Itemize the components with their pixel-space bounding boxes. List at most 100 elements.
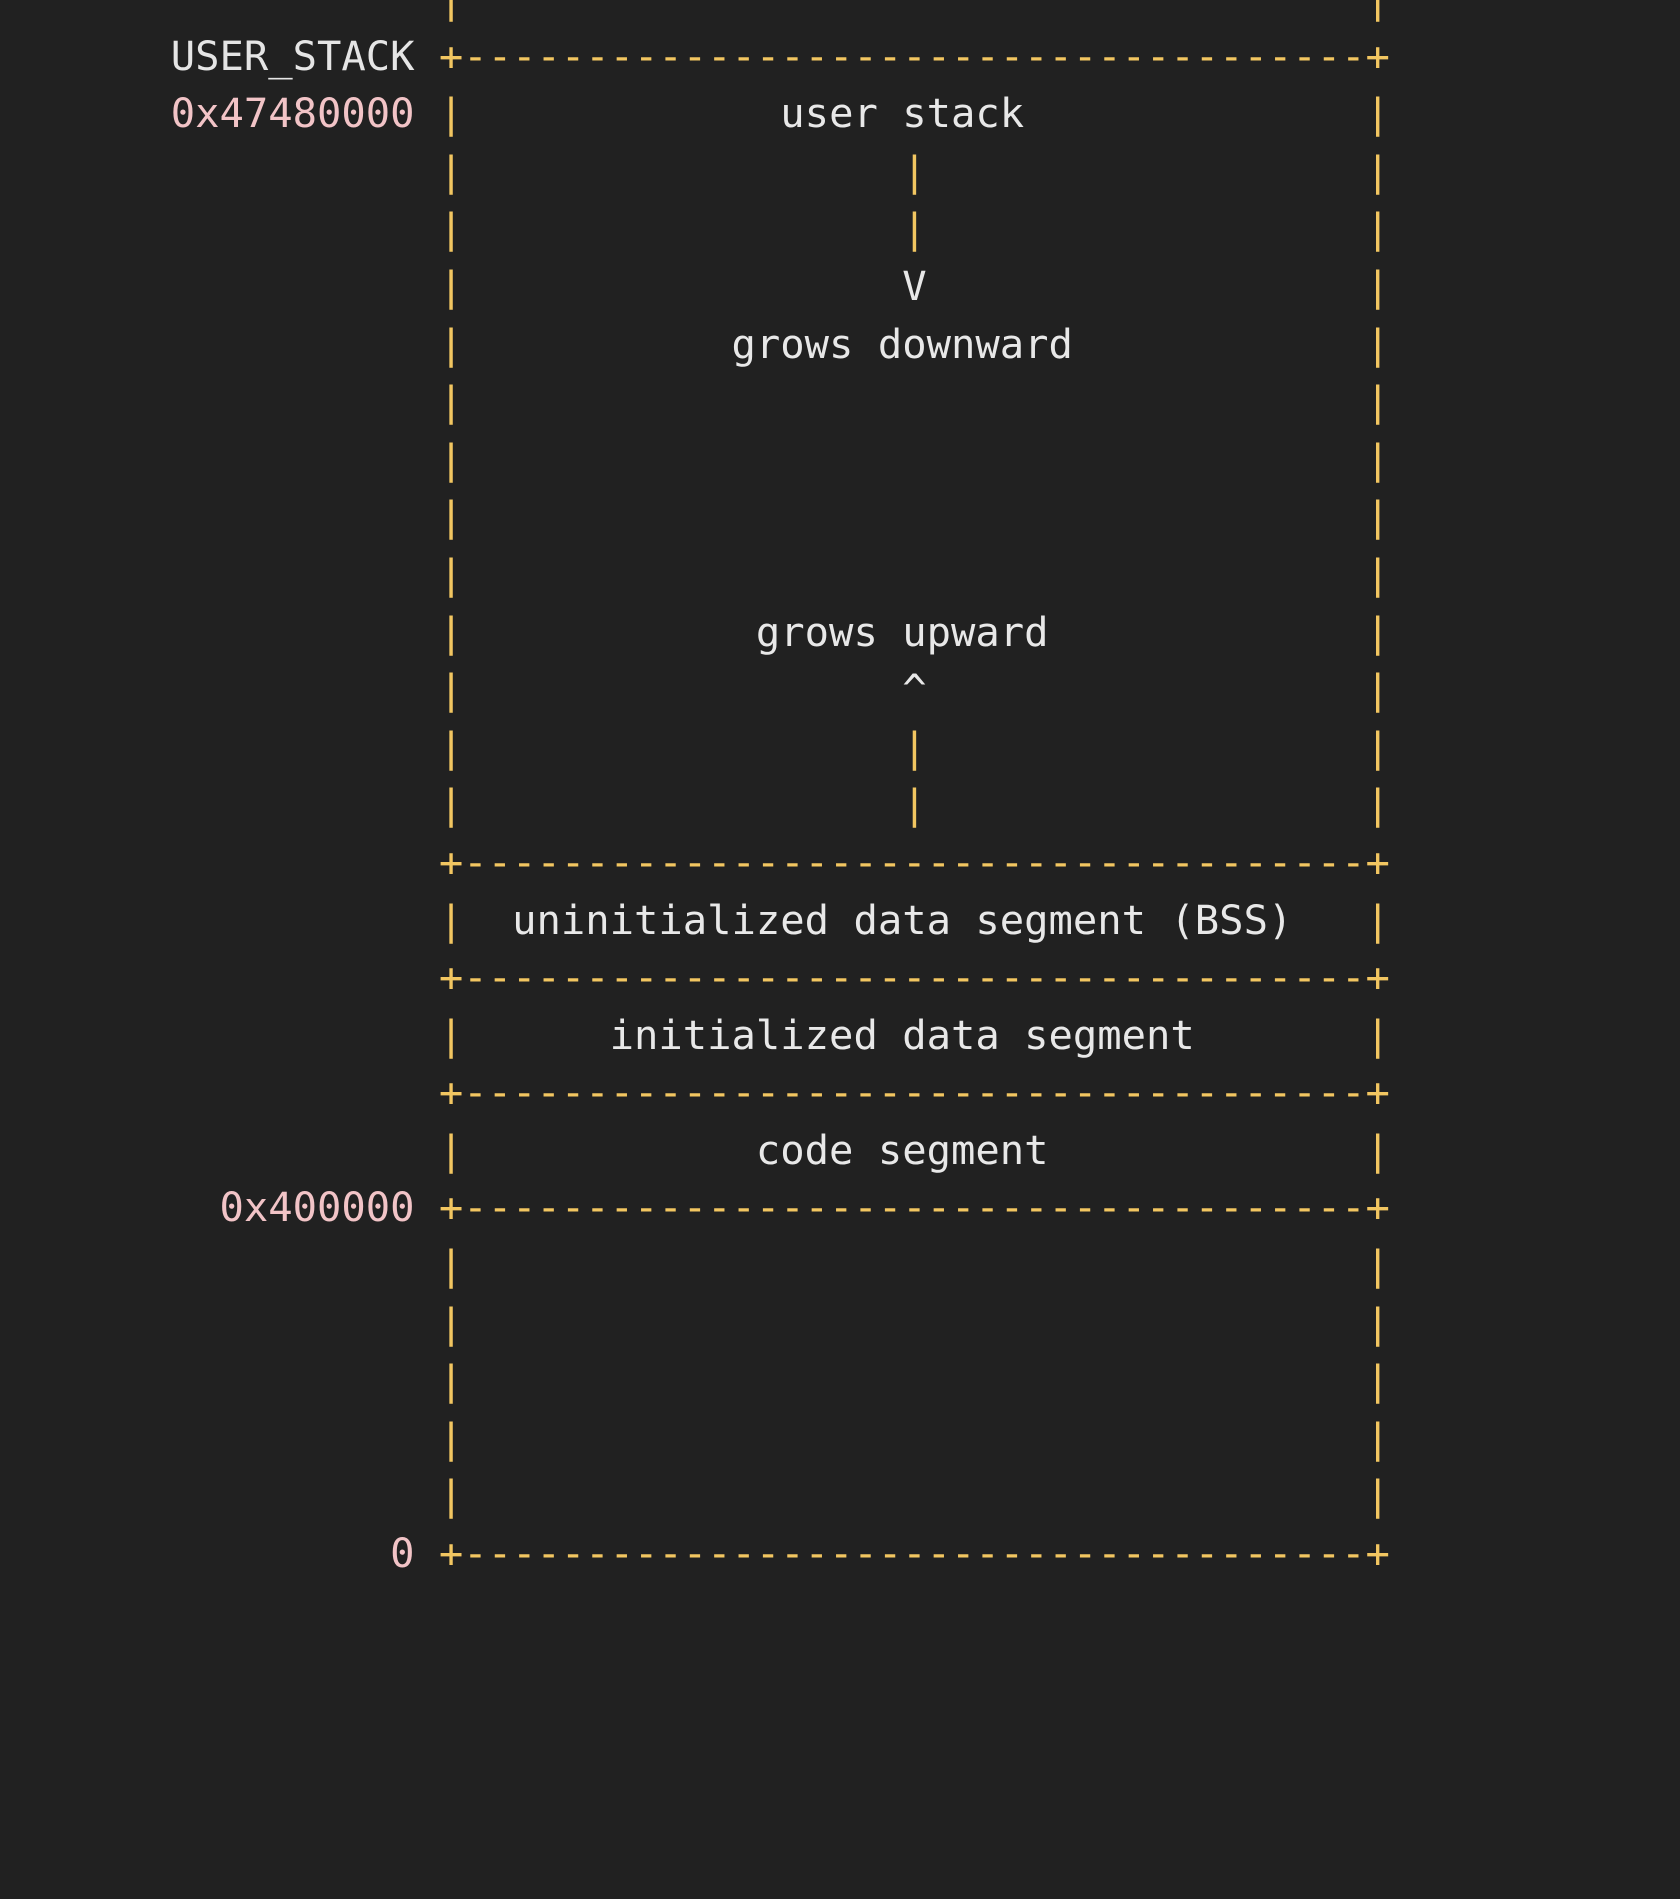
gutter-gap — [415, 1299, 439, 1347]
horizontal-rule: +-------------------------------------+ — [438, 953, 1390, 1002]
diagram-row: +-------------------------------------+ — [0, 1064, 1390, 1122]
gutter-pad — [0, 204, 415, 252]
body-pad-right — [1049, 608, 1366, 656]
body-pad-right — [902, 1241, 1365, 1289]
body-pad-left — [463, 1011, 609, 1059]
horizontal-rule: +-------------------------------------+ — [438, 1068, 1390, 1117]
gutter-gap — [415, 1471, 439, 1519]
gutter-pad — [0, 1414, 415, 1462]
box-border-left: | — [438, 261, 464, 310]
body-pad-right — [902, 1356, 1365, 1404]
body-pad-right — [927, 780, 1366, 828]
arrow-up-icon: ^ — [902, 665, 927, 714]
box-border-right: | — [1365, 377, 1390, 426]
gutter-pad — [0, 838, 415, 886]
gutter-pad — [0, 492, 415, 540]
gutter-pad — [0, 1183, 219, 1231]
gutter-gap — [415, 780, 439, 828]
address-label: 0x47480000 — [170, 89, 415, 138]
box-border-left: | — [438, 780, 464, 829]
gutter-gap — [415, 665, 439, 713]
horizontal-rule: +-------------------------------------+ — [438, 1183, 1390, 1232]
body-pad-left — [463, 1299, 902, 1347]
arrow-shaft-icon: | — [902, 722, 927, 771]
gutter-gap — [415, 953, 439, 1001]
gutter-pad — [0, 953, 415, 1001]
box-border-left: | — [438, 895, 464, 944]
body-pad-right — [1292, 896, 1365, 944]
gutter-pad — [0, 435, 415, 483]
gutter-pad — [0, 89, 171, 137]
box-border-left: | — [438, 1356, 464, 1405]
ascii-art-block: | | USER_STACK +------------------------… — [0, 0, 1390, 1578]
box-border-right: | — [1365, 492, 1390, 541]
gutter-gap — [415, 1126, 439, 1174]
box-border-right: | — [1365, 146, 1390, 195]
symbol-label: USER_STACK — [170, 31, 415, 80]
box-border-right: | — [1365, 549, 1390, 598]
box-border-left: | — [438, 1298, 464, 1347]
body-pad-right — [902, 377, 1365, 425]
box-border-left: | — [438, 1010, 464, 1059]
gutter-pad — [0, 1529, 390, 1577]
body-pad-right — [927, 262, 1366, 310]
diagram-row: | | — [0, 488, 1390, 546]
box-border-right: | — [1365, 665, 1390, 714]
diagram-row: | | — [0, 1295, 1390, 1353]
diagram-row: USER_STACK +----------------------------… — [0, 28, 1390, 86]
body-pad-right — [902, 435, 1365, 483]
arrow-down-icon: V — [902, 261, 927, 310]
box-border-right: | — [1365, 1413, 1390, 1462]
diagram-row: | | | — [0, 776, 1390, 834]
gutter-pad — [0, 262, 415, 310]
box-border-right: | — [1365, 434, 1390, 483]
box-border-right: | — [1365, 1356, 1390, 1405]
gutter-gap — [415, 1068, 439, 1116]
box-border-left: | — [438, 319, 464, 368]
box-border-left: | — [438, 1125, 464, 1174]
box-border-left: | — [438, 377, 464, 426]
body-pad-left — [463, 723, 902, 771]
gutter-pad — [0, 896, 415, 944]
segment-label: uninitialized data segment (BSS) — [512, 895, 1293, 944]
box-border-right: | — [1365, 895, 1390, 944]
arrow-shaft-icon: | — [902, 780, 927, 829]
diagram-row: | | — [0, 373, 1390, 431]
body-pad-left — [463, 89, 780, 137]
diagram-row: | | — [0, 1410, 1390, 1468]
segment-label: user stack — [780, 89, 1025, 138]
gutter-gap — [415, 1356, 439, 1404]
box-border-left: | — [438, 722, 464, 771]
body-pad-left — [463, 1414, 902, 1462]
diagram-row: | grows upward | — [0, 604, 1390, 662]
box-border-left: | — [438, 146, 464, 195]
gutter-pad — [0, 32, 171, 80]
diagram-row: | | | — [0, 143, 1390, 201]
box-border-right: | — [1365, 1010, 1390, 1059]
body-pad-right — [902, 1299, 1365, 1347]
body-pad-right — [1024, 89, 1365, 137]
gutter-pad — [0, 1356, 415, 1404]
box-border-left: | — [438, 1471, 464, 1520]
body-pad-right — [902, 1471, 1365, 1519]
box-border-left: | — [438, 1413, 464, 1462]
box-border-left: | — [438, 607, 464, 656]
gutter-pad — [0, 1011, 415, 1059]
gutter-gap — [415, 1414, 439, 1462]
diagram-row: | code segment | — [0, 1122, 1390, 1180]
gutter-pad — [0, 0, 415, 22]
box-border-right: | — [1365, 1471, 1390, 1520]
body-pad-right — [1073, 320, 1366, 368]
gutter-pad — [0, 550, 415, 598]
gutter-pad — [0, 1471, 415, 1519]
gutter-gap — [415, 608, 439, 656]
gutter-gap — [415, 1241, 439, 1289]
gutter-gap — [415, 377, 439, 425]
address-label: 0 — [390, 1529, 415, 1578]
gutter-gap — [415, 262, 439, 310]
body-pad-left — [463, 780, 902, 828]
gutter-gap — [415, 1529, 439, 1577]
box-border-left: | — [438, 204, 464, 253]
gutter-gap — [415, 435, 439, 483]
